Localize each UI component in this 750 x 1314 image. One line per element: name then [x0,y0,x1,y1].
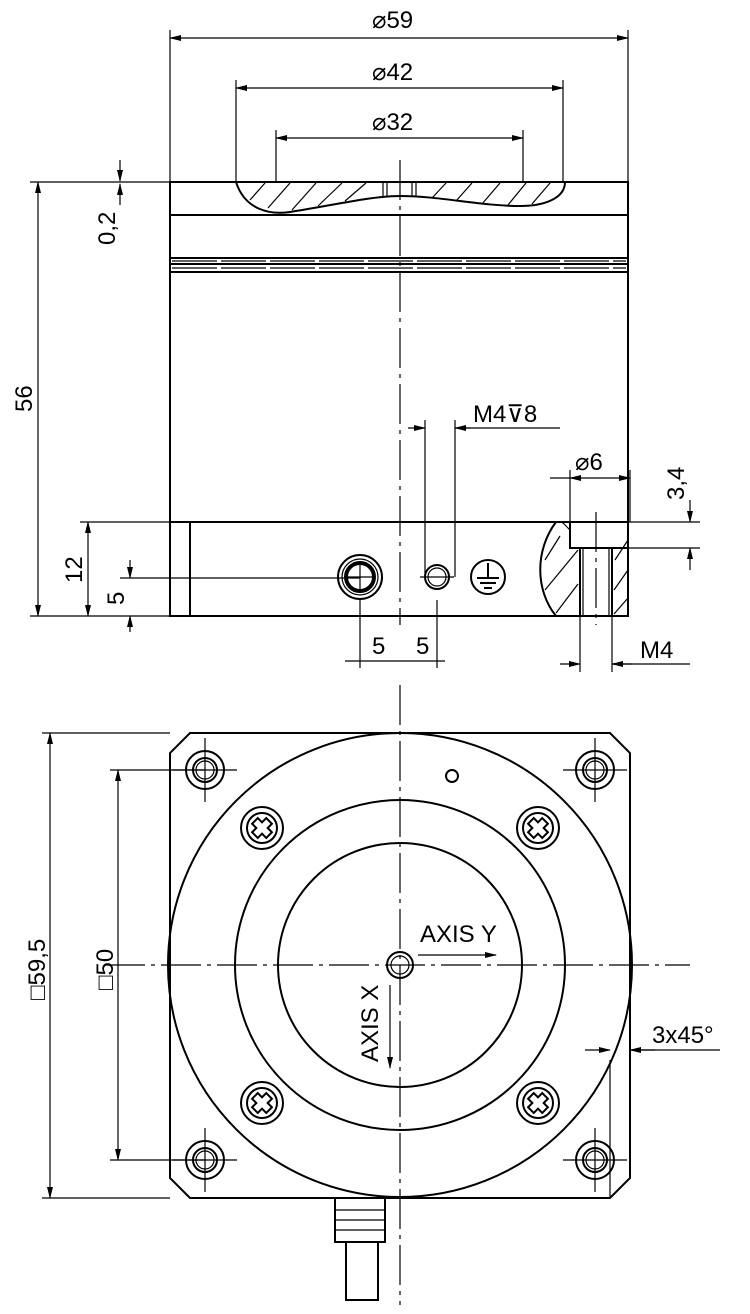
axis-y-indicator: AXIS Y [418,921,497,958]
dim-thread: M4⊽8 [473,401,537,428]
pneumatic-fitting [337,554,383,600]
dim-hole-square: □50 [92,949,119,990]
dim-offset-left: 5 [372,633,385,660]
dimensions-side: ⌀59 ⌀42 ⌀32 0,2 56 12 5 M4⊽8 ⌀6 [11,7,700,672]
dim-gap: 0,2 [94,212,121,245]
screw-heads [240,806,560,1125]
dim-d32: ⌀32 [372,109,413,136]
axis-y-label: AXIS Y [420,921,497,948]
ground-icon [470,559,506,595]
axis-x-label: AXIS X [357,985,384,1062]
dim-m4: M4 [640,637,673,664]
dim-base: 12 [61,556,88,583]
dim-d59: ⌀59 [372,7,413,34]
dim-height: 56 [11,385,38,412]
marker-dot [445,769,459,783]
dim-d6: ⌀6 [575,449,603,476]
dim-offset-right: 5 [416,633,429,660]
cable-connector [334,1197,386,1301]
dim-outer-square: □59,5 [24,939,51,1000]
dim-counterbore: 3,4 [663,467,690,500]
groove-lines [172,260,626,269]
dim-port-height: 5 [103,592,130,605]
mounting-hole-section [539,512,629,625]
bottom-view: AXIS Y AXIS X □59,5 □50 3x45° [24,685,720,1305]
center-hole [386,951,414,979]
dimensions-bottom: □59,5 □50 3x45° [24,732,720,1199]
axis-x-indicator: AXIS X [357,985,393,1069]
dim-chamfer: 3x45° [652,1022,714,1049]
body-outline [169,181,629,617]
dim-d42: ⌀42 [372,59,413,86]
side-view: ⌀59 ⌀42 ⌀32 0,2 56 12 5 M4⊽8 ⌀6 [11,7,700,672]
